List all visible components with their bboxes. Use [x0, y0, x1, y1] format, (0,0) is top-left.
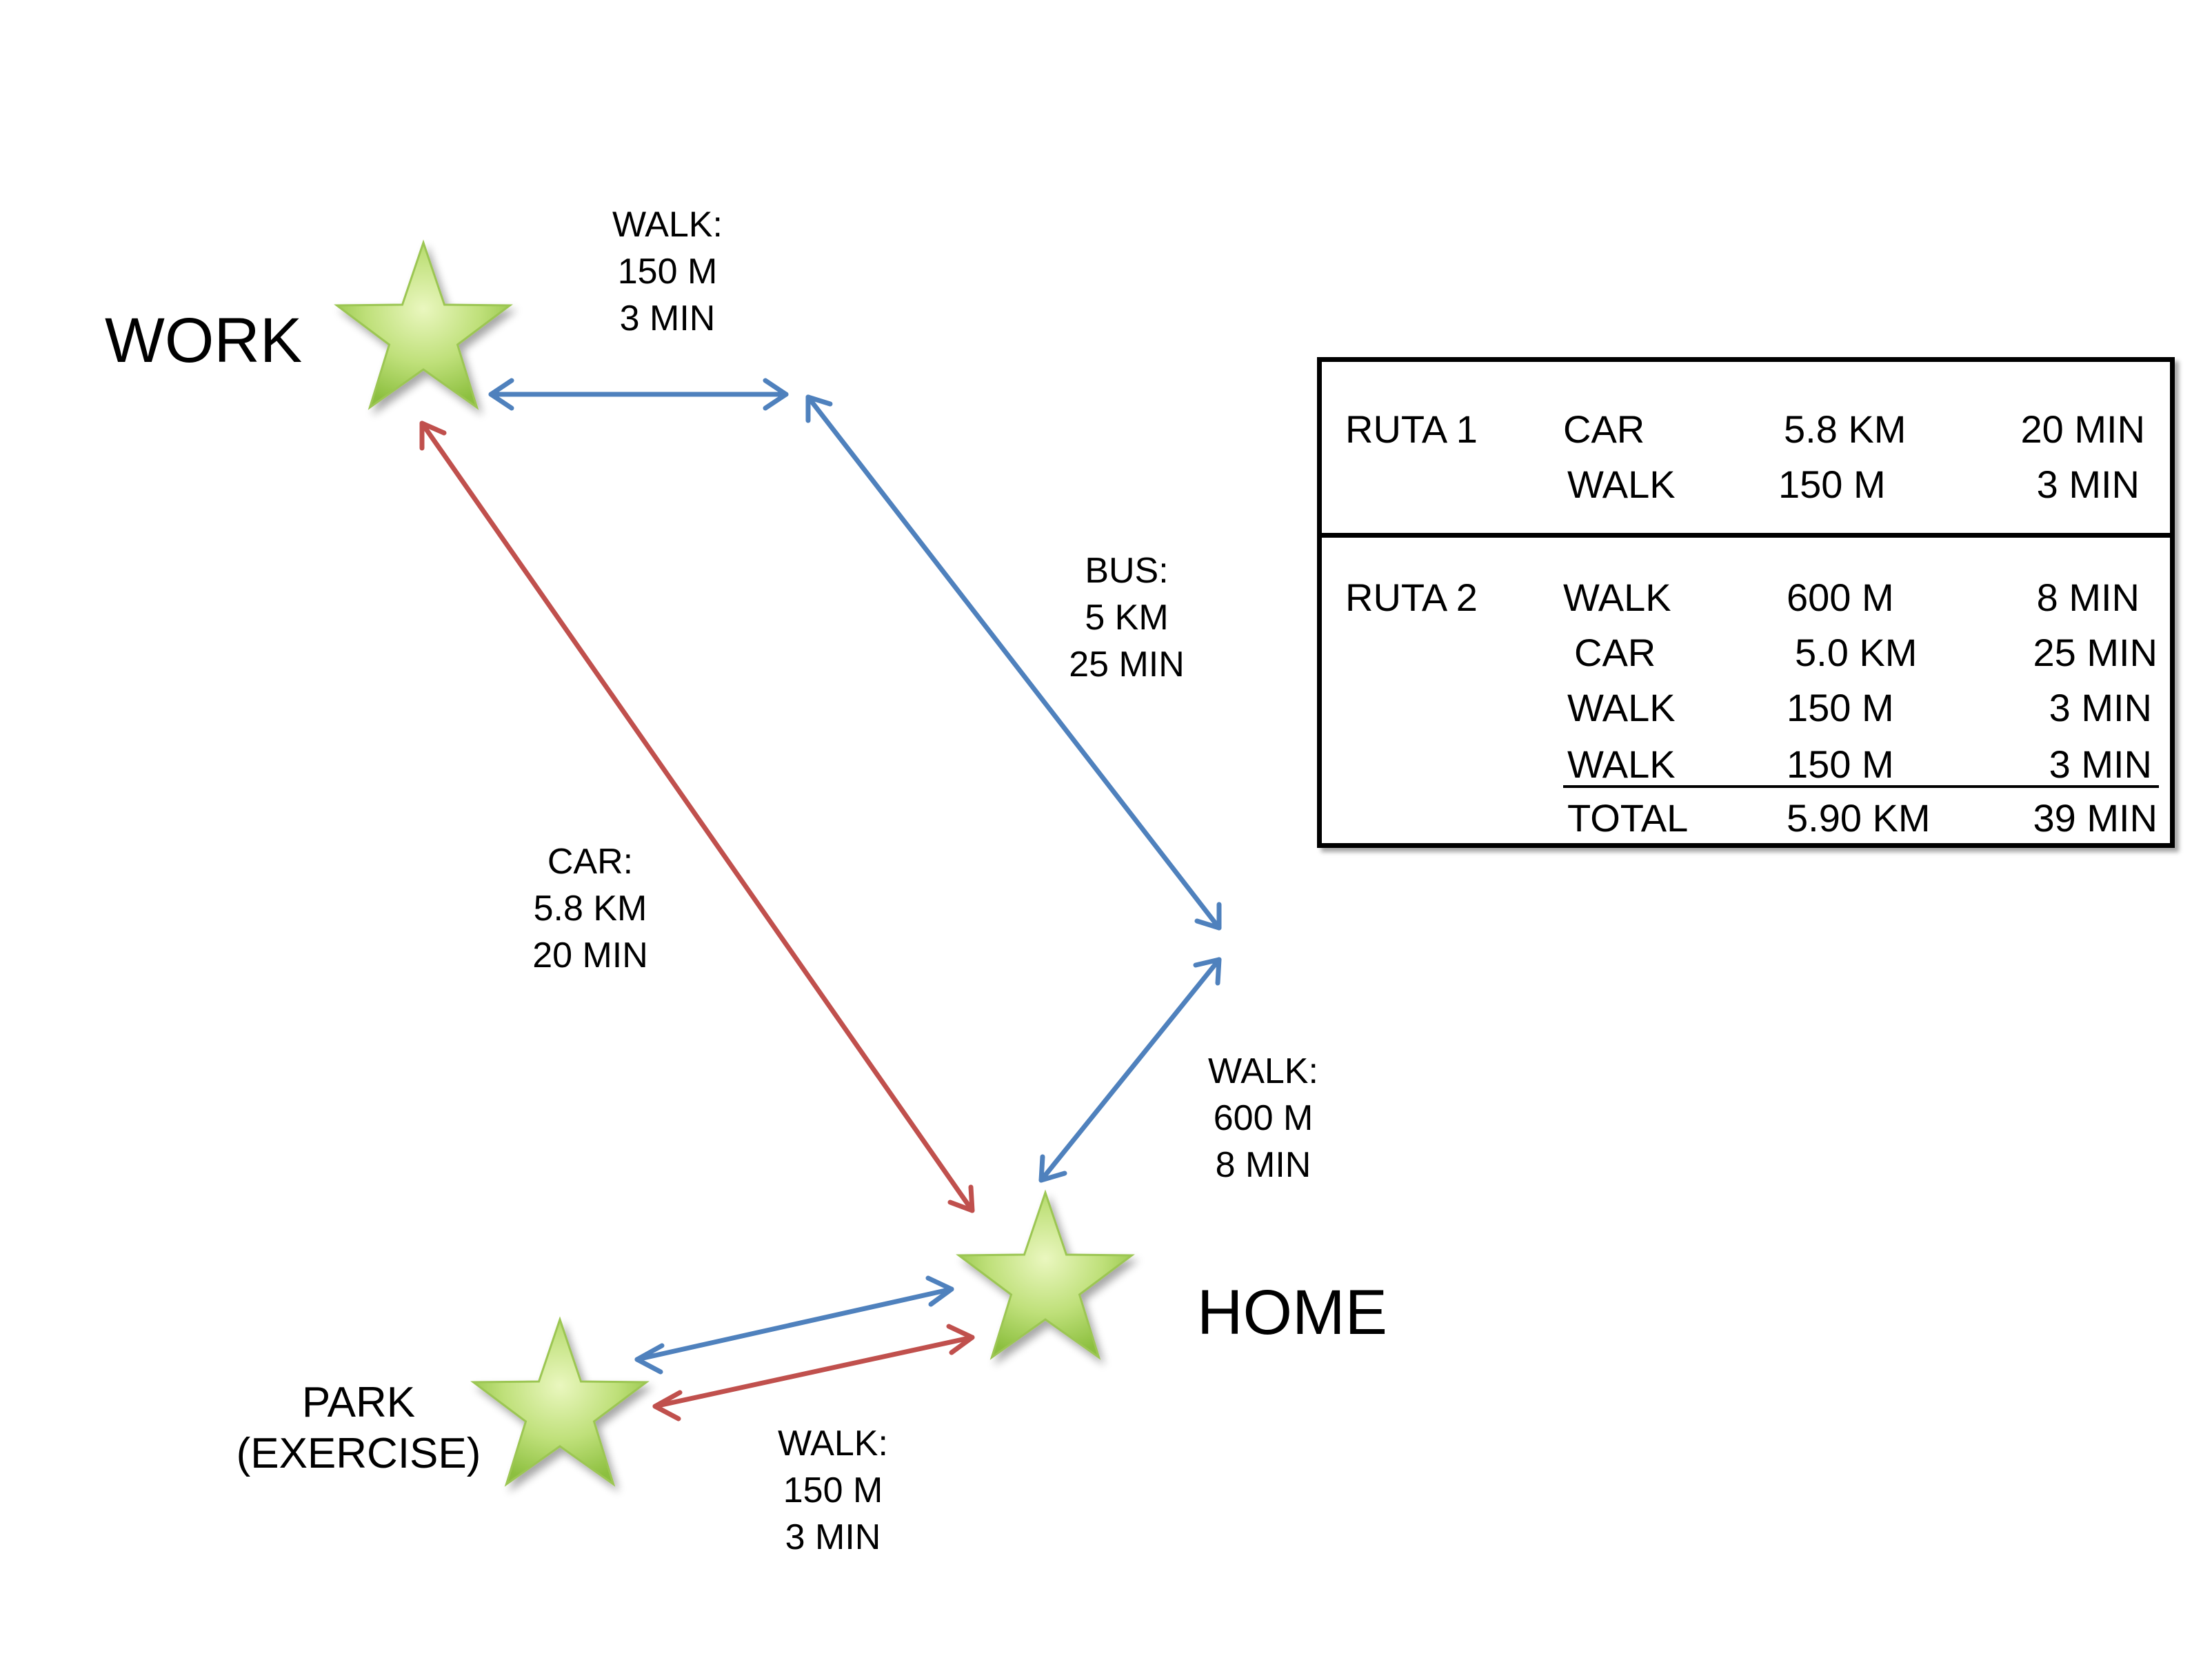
arrow-bus: [805, 394, 1222, 931]
park-walk-time: 3 MIN: [785, 1517, 881, 1557]
home-star-icon: [956, 1189, 1135, 1360]
park-walk-label: WALK: 150 M 3 MIN: [730, 1420, 936, 1561]
park-star-icon: [470, 1316, 650, 1487]
route2-total-distance: 5.90 KM: [1787, 796, 1931, 840]
work-star-icon: [334, 239, 513, 410]
park-label-line-1: PARK: [301, 1379, 416, 1426]
route1-label: RUTA 1: [1345, 407, 1478, 451]
route1-row-2-time: 3 MIN: [2036, 463, 2140, 506]
route1-row-2-mode: WALK: [1567, 463, 1676, 506]
route2-total-label: TOTAL: [1567, 796, 1689, 840]
route1-row-2-distance: 150 M: [1778, 463, 1886, 506]
park-walk-mode: WALK:: [778, 1424, 888, 1464]
park-label-line-2: (EXERCISE): [236, 1430, 481, 1477]
car-time: 20 MIN: [532, 935, 648, 975]
route2-row-2-mode: CAR: [1574, 631, 1656, 674]
home-walk-distance: 600 M: [1213, 1098, 1314, 1138]
route-summary-table: RUTA 1 CAR 5.8 KM 20 MIN WALK 150 M 3 MI…: [1317, 357, 2175, 848]
work-walk-time: 3 MIN: [619, 298, 716, 338]
route2-row-4-distance: 150 M: [1787, 742, 1894, 786]
route2-row-1-time: 8 MIN: [2036, 576, 2140, 619]
car-label: CAR: 5.8 KM 20 MIN: [487, 838, 694, 979]
arrow-park-home-red: [652, 1324, 975, 1421]
route2-row-1-mode: WALK: [1563, 576, 1671, 619]
arrow-work-walk: [488, 378, 789, 411]
route2-row-4-mode: WALK: [1567, 742, 1676, 786]
park-walk-distance: 150 M: [783, 1470, 883, 1510]
route2-label: RUTA 2: [1345, 576, 1478, 619]
home-label: HOME: [1197, 1277, 1387, 1348]
route2-row-2-distance: 5.0 KM: [1795, 631, 1918, 674]
car-distance: 5.8 KM: [533, 889, 647, 929]
route2-row-3-time: 3 MIN: [2049, 686, 2152, 729]
work-label: WORK: [105, 305, 303, 376]
route-divider: [1322, 533, 2170, 538]
route2-row-1-distance: 600 M: [1787, 576, 1894, 619]
work-walk-distance: 150 M: [617, 252, 718, 292]
park-label: PARK (EXERCISE): [214, 1377, 503, 1479]
car-mode: CAR:: [547, 842, 634, 882]
route2-row-4-time: 3 MIN: [2049, 742, 2152, 786]
bus-distance: 5 KM: [1085, 598, 1169, 638]
home-walk-time: 8 MIN: [1215, 1145, 1311, 1185]
route1-row-1-time: 20 MIN: [2020, 407, 2146, 451]
bus-label: BUS: 5 KM 25 MIN: [1023, 547, 1230, 688]
bus-mode: BUS:: [1085, 551, 1169, 591]
home-walk-mode: WALK:: [1208, 1051, 1318, 1091]
bus-time: 25 MIN: [1069, 645, 1185, 685]
route1-row-1-mode: CAR: [1563, 407, 1645, 451]
sum-line: [1563, 785, 2159, 788]
arrow-home-walk: [1038, 957, 1222, 1183]
arrow-park-home-blue: [634, 1275, 954, 1375]
route2-row-2-time: 25 MIN: [2033, 631, 2158, 674]
route1-row-1-distance: 5.8 KM: [1784, 407, 1907, 451]
arrow-car-work-home: [419, 421, 975, 1213]
work-walk-label: WALK: 150 M 3 MIN: [564, 201, 771, 342]
route2-row-3-distance: 150 M: [1787, 686, 1894, 729]
route2-row-3-mode: WALK: [1567, 686, 1676, 729]
route2-total-time: 39 MIN: [2033, 796, 2158, 840]
work-walk-mode: WALK:: [612, 205, 723, 245]
home-walk-label: WALK: 600 M 8 MIN: [1160, 1048, 1367, 1188]
